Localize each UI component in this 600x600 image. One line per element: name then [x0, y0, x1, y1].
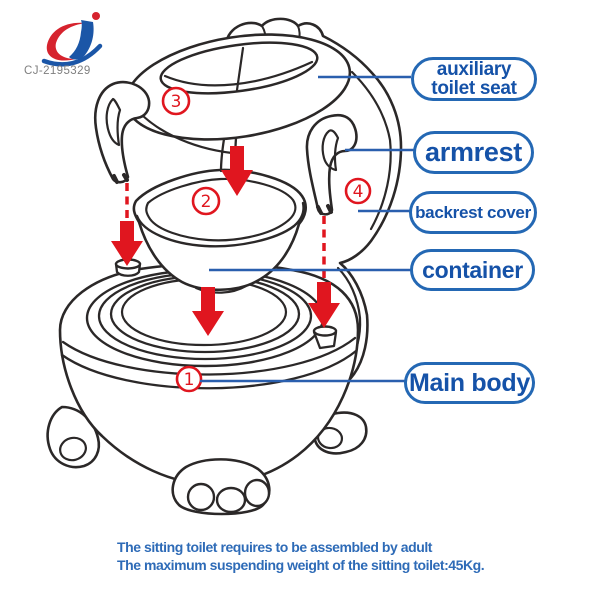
- label-container-text: container: [422, 256, 523, 283]
- part-number-4-text: 4: [353, 182, 364, 202]
- left-paw-toe: [59, 436, 87, 462]
- note-line-2: The maximum suspending weight of the sit…: [117, 557, 485, 573]
- brand-logo: [41, 12, 103, 67]
- assembly-arrow-container-to-body: [192, 287, 224, 336]
- part-number-1-text: 1: [184, 370, 195, 390]
- note-line-1: The sitting toilet requires to be assemb…: [117, 539, 432, 555]
- part-number-circles: 3 2 4 1: [161, 86, 372, 393]
- label-main-body-text: Main body: [409, 368, 530, 397]
- main-body-drawing: [58, 258, 360, 486]
- brand-code-text: CJ-2195329: [24, 65, 91, 77]
- label-auxiliary-line1: auxiliary: [436, 59, 512, 80]
- label-pill-auxiliary-toilet-seat: auxiliary toilet seat: [411, 57, 537, 101]
- assembly-notes: The sitting toilet requires to be assemb…: [117, 538, 485, 574]
- label-armrest-text: armrest: [425, 137, 522, 167]
- label-pill-backrest-cover: backrest cover: [409, 191, 537, 234]
- logo-red-c: [46, 22, 86, 61]
- label-connector-lines: [200, 75, 414, 383]
- logo-red-dot: [92, 12, 100, 20]
- part-number-circle-3: 3: [161, 86, 191, 116]
- logo-blue-swoosh: [41, 43, 103, 67]
- front-paw-drawing: [171, 458, 271, 516]
- part-number-circle-1: 1: [175, 365, 203, 393]
- part-number-circle-4: 4: [344, 177, 372, 205]
- part-number-circle-2: 2: [191, 186, 221, 216]
- assembly-arrow-left: [111, 221, 143, 266]
- assembly-arrow-right: [308, 282, 340, 328]
- label-pill-container: container: [410, 249, 535, 291]
- part-number-2-text: 2: [201, 192, 212, 212]
- armrest-right-drawing: [305, 113, 358, 216]
- assembly-arrow-seat-to-container: [221, 146, 253, 196]
- label-pill-armrest: armrest: [413, 131, 534, 174]
- logo-blue-j: [69, 20, 94, 60]
- label-backrest-text: backrest cover: [415, 203, 531, 222]
- label-auxiliary-line2: toilet seat: [431, 78, 517, 99]
- armrest-left-drawing: [93, 80, 151, 184]
- label-pill-main-body: Main body: [404, 362, 535, 404]
- part-number-3-text: 3: [171, 92, 182, 112]
- right-socket: [312, 325, 338, 350]
